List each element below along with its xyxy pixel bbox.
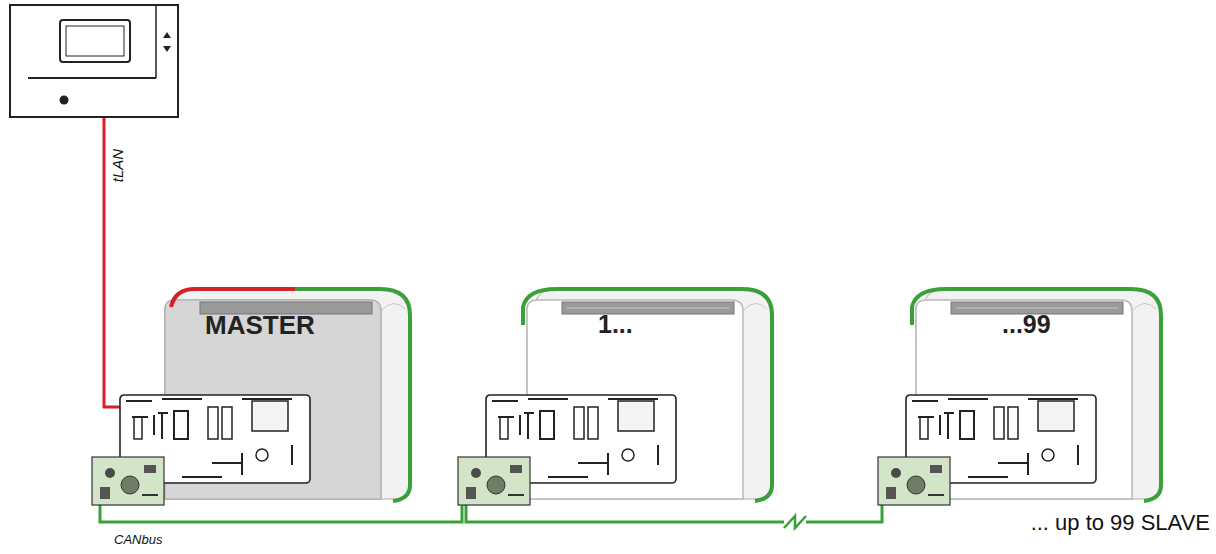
unit-label: MASTER: [205, 310, 315, 341]
line-break-symbol: [784, 512, 806, 532]
fancoil-unit-box: 1...: [458, 285, 780, 505]
note-text: ... up to 99 SLAVE: [1031, 510, 1210, 536]
terminal: [66, 26, 124, 56]
unit-label: 1...: [598, 310, 633, 339]
tlan-wire: [104, 118, 122, 407]
control-board: [458, 395, 676, 505]
fancoil-unit-box: ...99: [878, 285, 1158, 505]
canbus-line: [466, 505, 882, 522]
terminal: [10, 5, 178, 117]
unit-label: ...99: [1002, 310, 1051, 339]
terminal: [60, 20, 130, 62]
bus-name: tLAN: [109, 148, 126, 181]
line-break-symbol: [784, 512, 806, 532]
terminal: [60, 96, 69, 105]
canbus-line: [100, 505, 462, 522]
fancoil-unit: [200, 302, 372, 314]
bus-name: CANbus: [114, 532, 162, 547]
terminal: [155, 5, 157, 78]
control-board: [92, 395, 310, 505]
fancoil-unit: [171, 289, 295, 307]
terminal: [10, 5, 178, 117]
fancoil-unit-box: MASTER: [92, 285, 410, 505]
terminal: [28, 77, 156, 79]
terminal: [163, 32, 171, 52]
control-board: [878, 395, 1096, 505]
line-break-symbol: [784, 516, 806, 528]
